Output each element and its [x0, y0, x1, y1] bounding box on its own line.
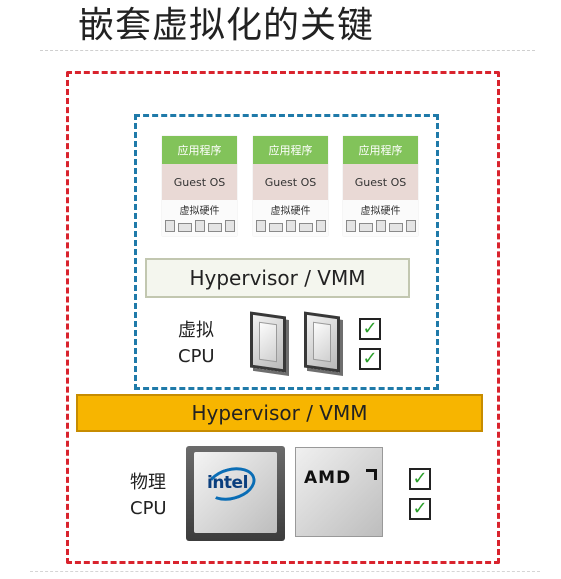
virtual-hardware-layer: 虚拟硬件 [253, 200, 328, 236]
guest-os-layer: Guest OS [343, 164, 418, 200]
virtual-cpu-label: 虚拟 CPU [178, 318, 215, 370]
physical-cpu-label-line2: CPU [130, 498, 167, 519]
checkmark-icon: ✓ [409, 498, 431, 520]
inner-hypervisor-bar: Hypervisor / VMM [145, 258, 410, 298]
page-title: 嵌套虚拟化的关键 [78, 5, 375, 46]
title-divider [40, 50, 535, 51]
virtual-cpu-label-line1: 虚拟 [178, 320, 214, 341]
virtual-cpu-chip-icon [250, 311, 286, 373]
virtual-hardware-label: 虚拟硬件 [270, 206, 311, 217]
virtual-hardware-label: 虚拟硬件 [360, 206, 401, 217]
virtual-hardware-layer: 虚拟硬件 [343, 200, 418, 236]
intel-cpu-chip: intel [186, 446, 285, 541]
guest-vm-boundary-frame [134, 114, 439, 390]
physical-cpu-label: 物理 CPU [130, 470, 167, 522]
virtual-hardware-label: 虚拟硬件 [179, 206, 220, 217]
virtual-cpu-chip-icon [304, 311, 340, 373]
app-layer: 应用程序 [343, 136, 418, 164]
checkmark-icon: ✓ [409, 468, 431, 490]
outer-hypervisor-bar: Hypervisor / VMM [76, 394, 483, 432]
guest-os-layer: Guest OS [162, 164, 237, 200]
bottom-divider [30, 571, 540, 572]
hardware-devices-icon [253, 220, 328, 232]
checkmark-icon: ✓ [359, 318, 381, 340]
app-layer: 应用程序 [162, 136, 237, 164]
guest-stack-2: 应用程序 Guest OS 虚拟硬件 [253, 136, 328, 236]
host-boundary-frame [66, 71, 500, 564]
intel-brand-text: intel [207, 473, 248, 493]
guest-stack-1: 应用程序 Guest OS 虚拟硬件 [162, 136, 237, 236]
amd-brand-text: AMD [304, 468, 352, 488]
guest-os-layer: Guest OS [253, 164, 328, 200]
hardware-devices-icon [162, 220, 237, 232]
physical-cpu-label-line1: 物理 [130, 472, 166, 493]
virtual-hardware-layer: 虚拟硬件 [162, 200, 237, 236]
checkmark-icon: ✓ [359, 348, 381, 370]
virtual-cpu-label-line2: CPU [178, 346, 215, 367]
hardware-devices-icon [343, 220, 418, 232]
app-layer: 应用程序 [253, 136, 328, 164]
guest-stack-3: 应用程序 Guest OS 虚拟硬件 [343, 136, 418, 236]
amd-cpu-chip: AMD [295, 447, 383, 537]
amd-arrow-icon [366, 469, 377, 480]
